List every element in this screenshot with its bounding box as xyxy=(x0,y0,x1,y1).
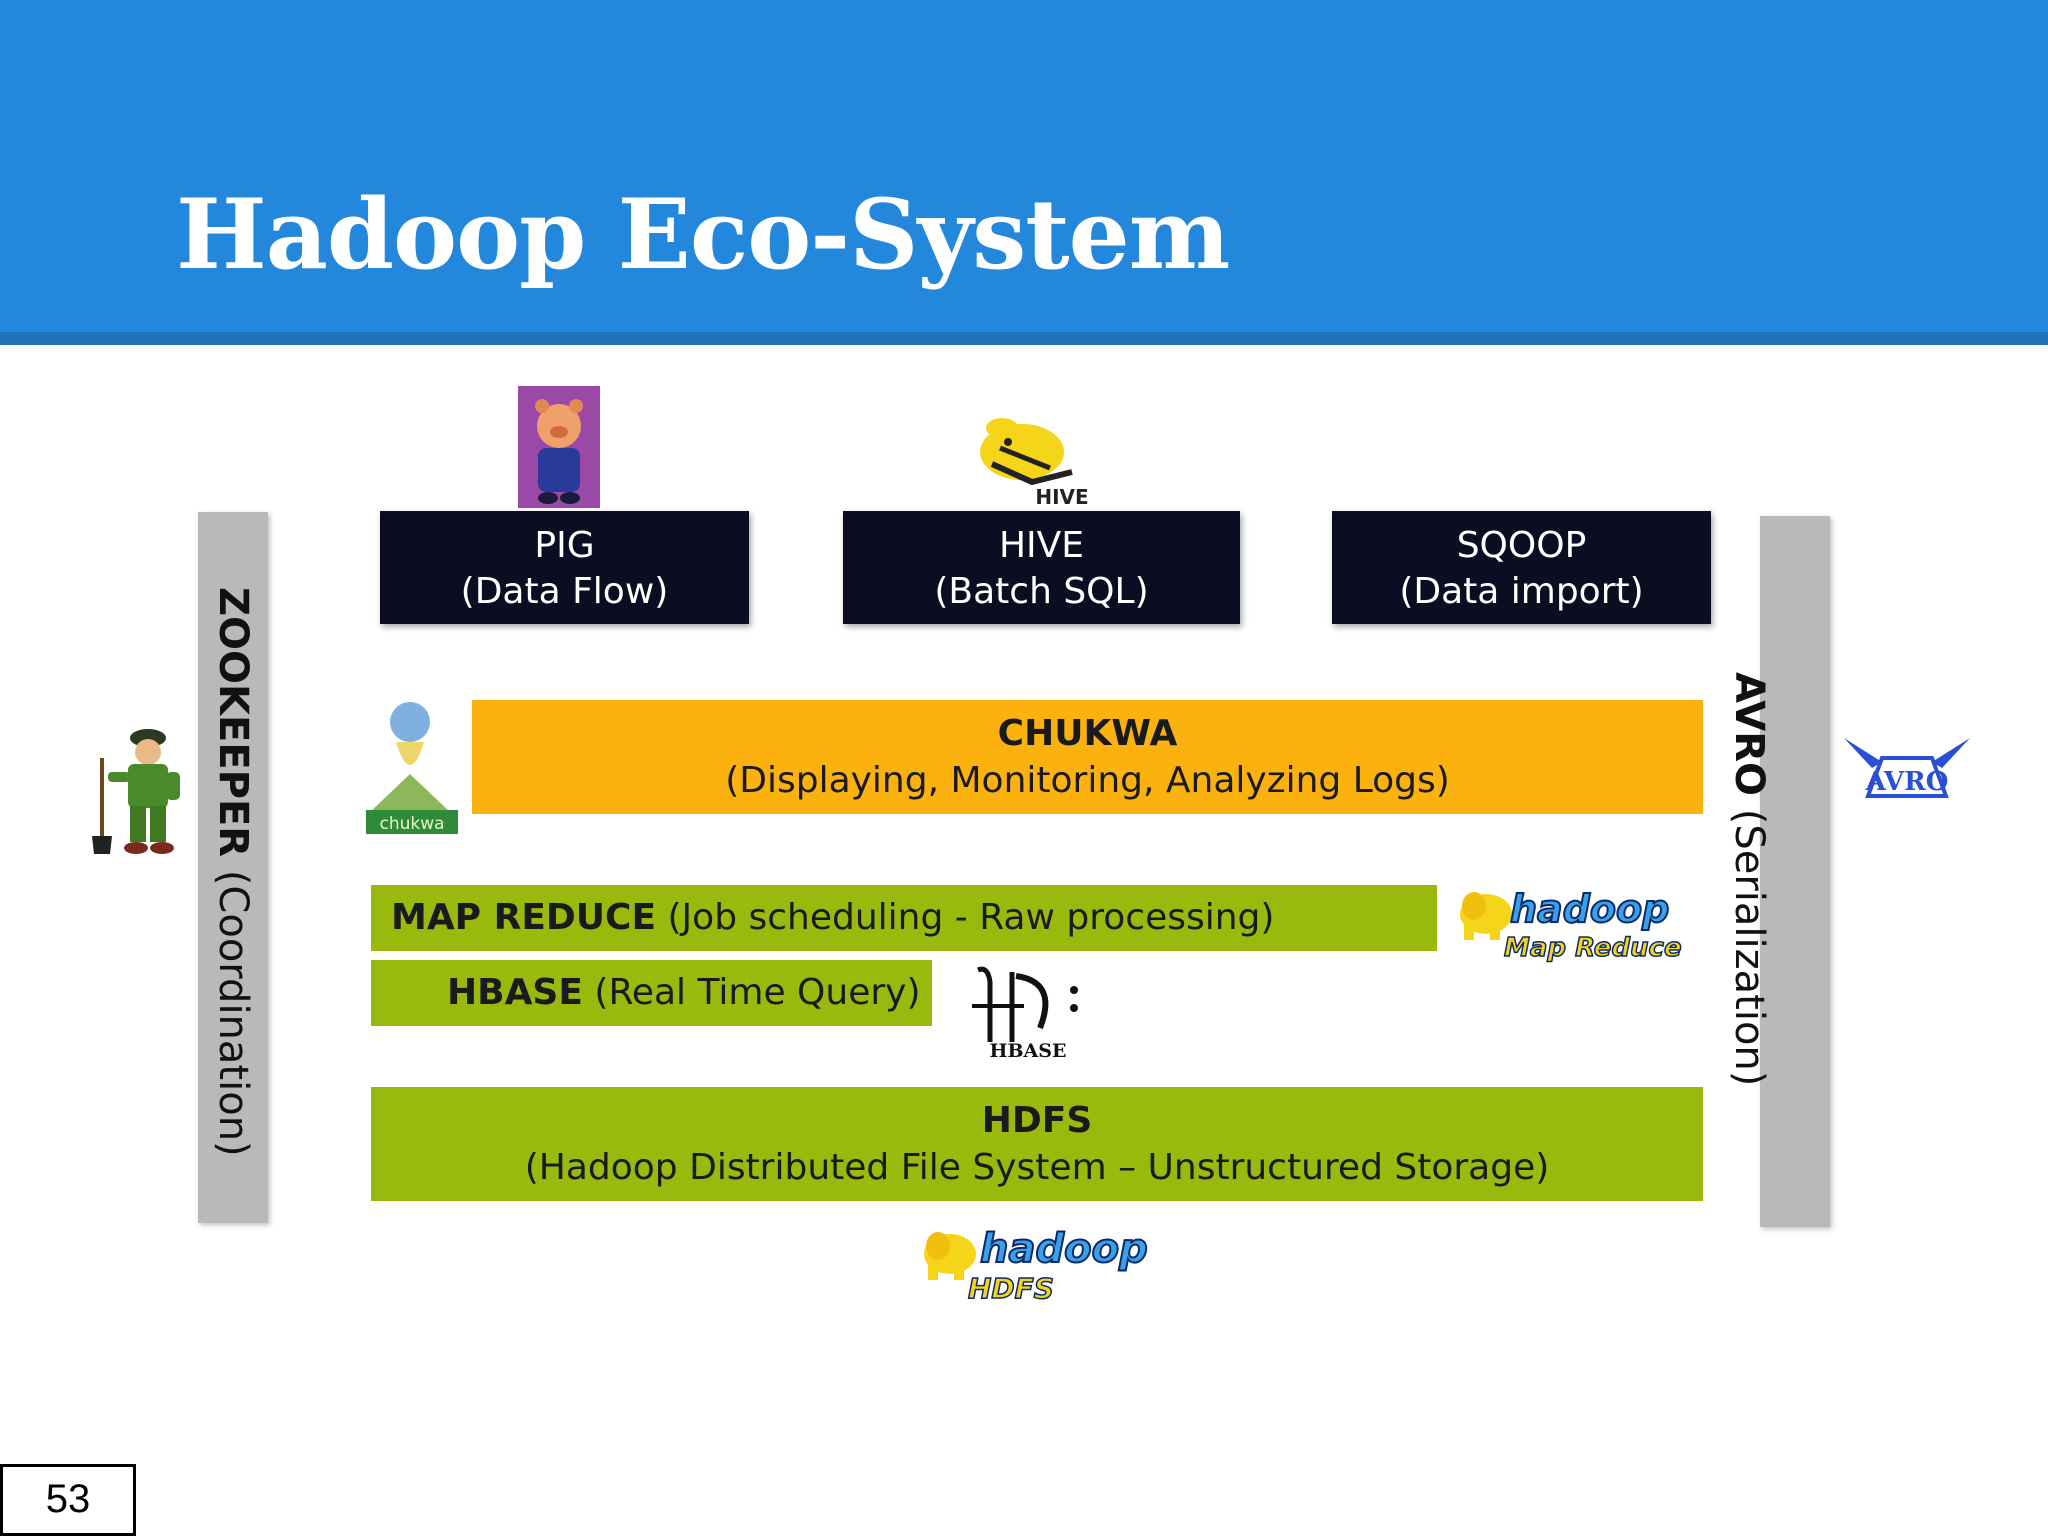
hadoop-hdfs-logo-icon: hadoop HDFS xyxy=(924,1225,1149,1306)
pig-desc: (Data Flow) xyxy=(460,571,669,612)
zookeeper-figure-icon xyxy=(92,729,180,854)
title-bar xyxy=(0,0,2048,332)
hdfs-name: HDFS xyxy=(981,1100,1093,1141)
chukwa-desc: (Displaying, Monitoring, Analyzing Logs) xyxy=(725,760,1450,801)
hive-logo-icon: HIVE xyxy=(980,418,1089,508)
hive-name: HIVE xyxy=(998,525,1085,566)
hbase-logo-icon: HBASE xyxy=(972,966,1078,1060)
page-number: 53 xyxy=(0,1464,136,1536)
chukwa-name: CHUKWA xyxy=(997,713,1178,754)
sqoop-box: SQOOP (Data import) xyxy=(1332,511,1711,624)
title-bar-rule xyxy=(0,332,2048,345)
slide-title: Hadoop Eco-System xyxy=(176,178,1230,291)
chukwa-box: CHUKWA (Displaying, Monitoring, Analyzin… xyxy=(472,700,1703,814)
sqoop-name: SQOOP xyxy=(1456,525,1587,566)
hdfs-desc: (Hadoop Distributed File System – Unstru… xyxy=(524,1147,1550,1188)
hive-box: HIVE (Batch SQL) xyxy=(843,511,1240,624)
hbase-name: HBASE xyxy=(447,972,583,1013)
svg-text:hadoop: hadoop xyxy=(1510,887,1669,931)
avro-desc: (Serialization) xyxy=(1726,808,1772,1087)
zookeeper-name: ZOOKEEPER xyxy=(210,587,256,858)
zookeeper-bar xyxy=(198,512,268,1223)
zookeeper-desc: (Coordination) xyxy=(210,869,256,1157)
mapreduce-desc: (Job scheduling - Raw processing) xyxy=(667,897,1275,938)
svg-text:AVRO: AVRO xyxy=(1865,767,1949,797)
pig-logo-icon xyxy=(518,386,600,508)
svg-text:chukwa: chukwa xyxy=(379,814,444,834)
avro-bar xyxy=(1760,516,1830,1227)
hadoop-mapreduce-logo-icon: hadoop Map Reduce xyxy=(1460,886,1682,964)
hdfs-box: HDFS (Hadoop Distributed File System – U… xyxy=(371,1087,1703,1201)
svg-text:HDFS: HDFS xyxy=(968,1272,1054,1305)
avro-logo-icon: AVRO xyxy=(1844,738,1970,798)
svg-text:HIVE: HIVE xyxy=(1035,485,1088,508)
svg-text:HBASE: HBASE xyxy=(990,1040,1067,1060)
hbase-desc: (Real Time Query) xyxy=(594,972,921,1013)
avro-label: AVRO (Serialization) xyxy=(1726,672,1772,1086)
pig-box: PIG (Data Flow) xyxy=(380,511,749,624)
zookeeper-label: ZOOKEEPER (Coordination) xyxy=(210,587,256,1157)
sqoop-desc: (Data import) xyxy=(1399,571,1644,612)
hive-desc: (Batch SQL) xyxy=(934,571,1149,612)
hbase-box: HBASE (Real Time Query) xyxy=(371,960,932,1026)
mapreduce-box: MAP REDUCE (Job scheduling - Raw process… xyxy=(371,885,1437,951)
avro-name: AVRO xyxy=(1726,672,1772,797)
svg-text:Map Reduce: Map Reduce xyxy=(1504,933,1682,963)
pig-name: PIG xyxy=(534,525,595,566)
svg-text:hadoop: hadoop xyxy=(980,1226,1148,1272)
mapreduce-name: MAP REDUCE xyxy=(391,897,657,938)
chukwa-logo-icon: chukwa xyxy=(366,702,458,834)
